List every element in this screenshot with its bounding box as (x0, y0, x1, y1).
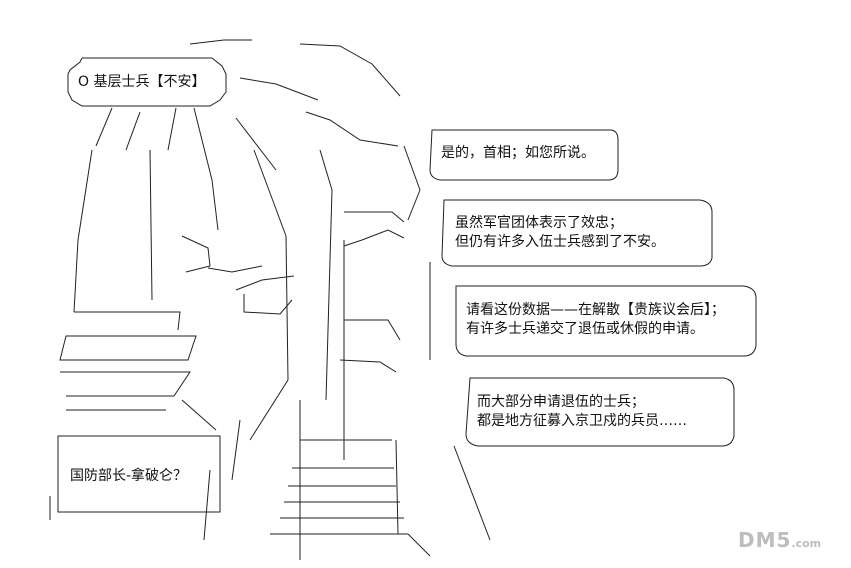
watermark-main: DM5 (738, 528, 792, 552)
bubble-line: 但仍有许多入伍士兵感到了不安。 (455, 234, 665, 250)
watermark-suffix: .com (791, 537, 822, 550)
minister-tag: 国防部长-拿破仑？ (70, 468, 188, 484)
minister-tag-frame (49, 435, 221, 520)
header-tag-frame (67, 57, 227, 107)
speech-bubble-3: 请看这份数据——在解散【贵族议会后】； 有许多士兵递交了退伍或休假的申请。 (466, 301, 725, 339)
officer-figure (59, 107, 295, 541)
soldier-unrest-tag: O 基层士兵【不安】 (78, 74, 206, 90)
bubble-line: 是的，首相；如您所说。 (441, 145, 595, 161)
speech-bubble-2: 虽然军官团体表示了效忠； 但仍有许多入伍士兵感到了不安。 (455, 214, 665, 252)
speech-bubble-frames (429, 129, 757, 447)
bubble-line: 有许多士兵递交了退伍或休假的申请。 (466, 321, 704, 337)
dm5-watermark-logo: DM5.com (738, 528, 821, 552)
bubble-line: 都是地方征募入京卫戍的兵员…… (477, 413, 687, 429)
bubble-line: 虽然军官团体表示了效忠； (455, 215, 623, 231)
speech-bubble-1: 是的，首相；如您所说。 (441, 144, 595, 163)
bubble-line: 请看这份数据——在解散【贵族议会后】； (466, 302, 725, 318)
minister-figure (189, 39, 491, 560)
speech-bubble-4: 而大部分申请退伍的士兵； 都是地方征募入京卫戍的兵员…… (477, 393, 687, 431)
bubble-line: 而大部分申请退伍的士兵； (477, 394, 645, 410)
